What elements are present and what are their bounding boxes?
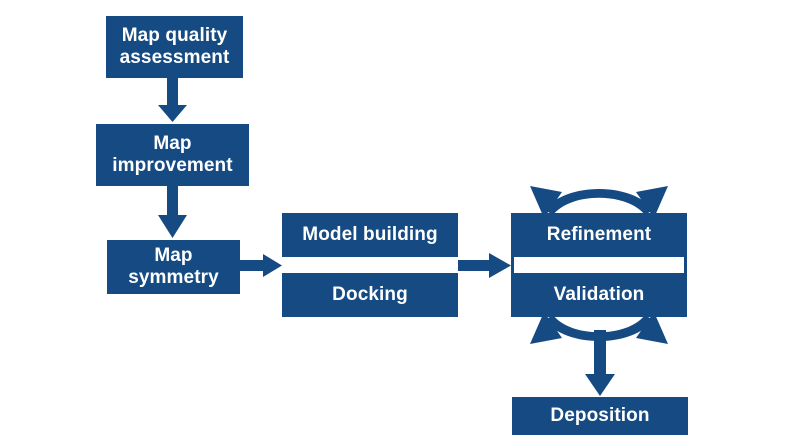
arrow-model-building-to-refinement [458,253,511,278]
node-refinement[interactable]: Refinement [511,213,687,257]
node-label-model-building: Model building [302,223,438,245]
node-label-deposition: Deposition [550,404,650,426]
node-validation[interactable]: Validation [511,273,687,317]
node-deposition[interactable]: Deposition [512,397,688,435]
arrow-cycle-to-deposition [585,330,615,396]
arrow-map-symmetry-to-model-building [240,254,282,277]
arrow-map-quality-to-map-improvement [158,78,187,122]
node-label-docking: Docking [332,283,408,305]
node-model-building[interactable]: Model building [282,213,458,257]
node-docking[interactable]: Docking [282,273,458,317]
node-label-refinement: Refinement [546,223,652,245]
cycle-gap-band [511,257,687,273]
node-label-validation: Validation [553,283,645,305]
arrow-map-improvement-to-map-symmetry [158,186,187,238]
